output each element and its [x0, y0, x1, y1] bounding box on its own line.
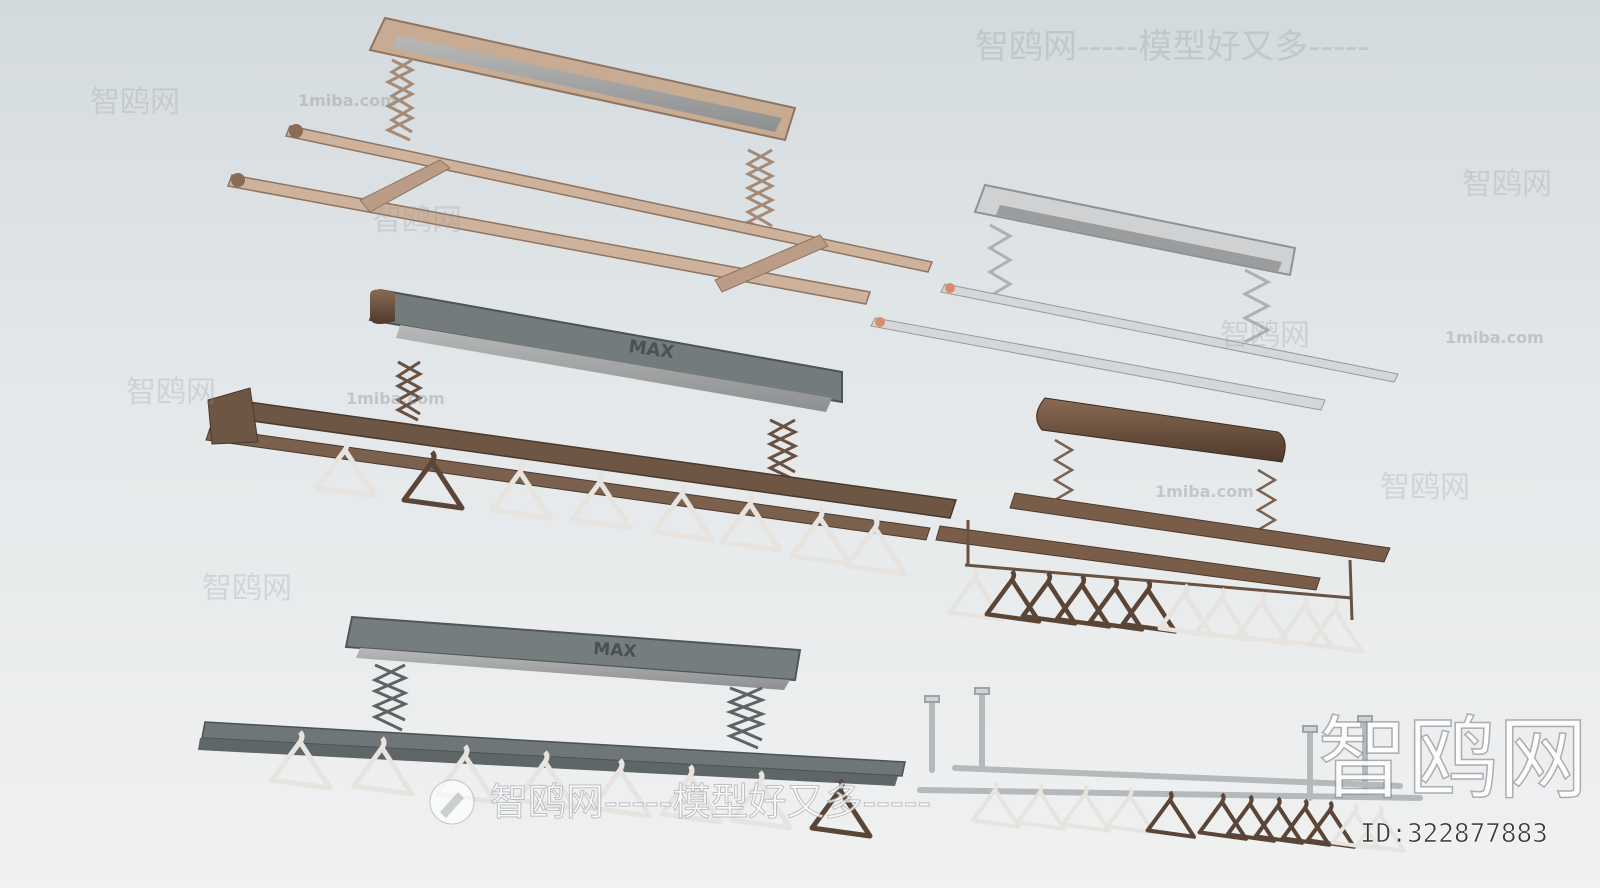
- watermark-brand-3: 智鸥网: [126, 375, 216, 410]
- watermark-banner-top: 智鸥网-----模型好又多-----: [975, 27, 1370, 67]
- watermark-site-4: 1miba.com: [1155, 482, 1254, 501]
- clothes-hanger: [1054, 574, 1112, 629]
- clothes-hanger: [1225, 794, 1276, 843]
- clothes-hanger: [1120, 579, 1178, 634]
- clothes-hanger: [1253, 796, 1304, 845]
- clothes-hanger: [514, 750, 578, 811]
- clothes-hanger: [1277, 595, 1335, 650]
- clothes-hanger: [1194, 587, 1252, 642]
- clothes-hanger: [569, 470, 633, 531]
- clothes-hanger: [1060, 784, 1111, 833]
- watermark-id: ID:322877883: [1360, 819, 1548, 849]
- clothes-hanger: [844, 516, 908, 577]
- clothes-hanger: [1307, 599, 1365, 654]
- clothes-hanger: [1020, 571, 1078, 626]
- clothes-hanger: [1197, 792, 1248, 841]
- watermark-brand-4: 智鸥网: [1462, 167, 1552, 202]
- hanger-row-grey-rack: [269, 730, 873, 839]
- watermark-brand-6: 智鸥网: [1380, 470, 1470, 505]
- clothes-hanger: [651, 482, 715, 543]
- clothes-hanger: [947, 567, 1005, 622]
- clothes-hanger: [984, 569, 1042, 624]
- watermark-site-2: 1miba.com: [346, 389, 445, 408]
- watermark-site-1: 1miba.com: [298, 91, 397, 110]
- clothes-hanger: [489, 460, 553, 521]
- clothes-hanger: [1157, 583, 1215, 638]
- clothes-hanger: [314, 438, 378, 499]
- clothes-hanger: [729, 770, 793, 831]
- clothes-hanger: [1105, 786, 1156, 835]
- clothes-hanger: [1087, 577, 1145, 632]
- watermark-brand-7: 智鸥网: [202, 571, 292, 606]
- watermark-site-3: 1miba.com: [1445, 328, 1544, 347]
- clothes-hanger: [970, 780, 1021, 829]
- max-logo-grey: MAX: [593, 639, 637, 662]
- watermark-brand-2: 智鸥网: [372, 203, 462, 238]
- clothes-hanger: [1145, 790, 1196, 839]
- hanger-row-dark-brown-rack: [947, 567, 1365, 654]
- watermark-big-brand: 智鸥网: [1318, 707, 1588, 812]
- drying-rack-max-grey: MAX: [198, 615, 906, 786]
- clothes-hanger: [589, 758, 653, 819]
- watermark-logo-icon: [429, 779, 475, 825]
- clothes-hanger: [809, 778, 873, 839]
- clothes-hanger: [1355, 804, 1406, 853]
- watermark-brand-1: 智鸥网: [90, 85, 180, 120]
- clothes-hanger: [789, 506, 853, 567]
- hanger-row-brown-rack: [314, 438, 908, 577]
- clothes-hanger: [401, 450, 465, 511]
- hanger-row-silver-pole-rack: [970, 780, 1406, 853]
- drying-rack-champagne: [226, 16, 934, 305]
- clothes-hanger: [1015, 782, 1066, 831]
- watermark-banner-bottom: 智鸥网-----模型好又多-----: [490, 780, 931, 824]
- watermark-brand-5: 智鸥网: [1220, 318, 1310, 353]
- clothes-hanger: [659, 764, 723, 825]
- drying-rack-silver: [870, 183, 1399, 411]
- clothes-hanger: [1234, 591, 1292, 646]
- drying-rack-max-brown: MAX: [205, 288, 957, 541]
- clothes-hanger: [269, 730, 333, 791]
- clothes-hanger: [351, 736, 415, 797]
- clothes-hanger: [719, 492, 783, 553]
- drying-rack-dark-brown: [935, 397, 1391, 621]
